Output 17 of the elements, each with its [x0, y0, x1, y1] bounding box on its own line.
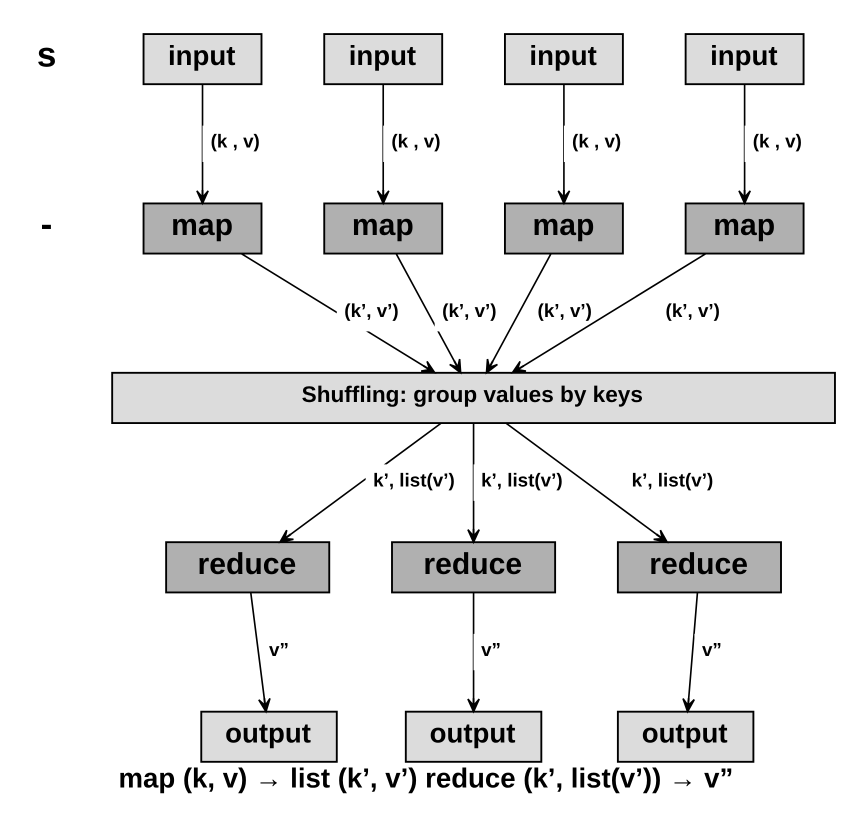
edge-label: k’, list(v’)	[632, 468, 714, 490]
edge-label: (k , v)	[391, 130, 441, 152]
edge-label: (k’, v’)	[666, 299, 720, 320]
edge-label: k’, list(v’)	[481, 468, 563, 490]
edge-label: (k’, v’)	[538, 299, 592, 320]
edge-label: v”	[702, 638, 722, 660]
label: -	[40, 204, 52, 244]
label: s	[36, 35, 56, 74]
edge-label: (k’, v’)	[344, 299, 399, 320]
edge-label: v”	[481, 638, 501, 660]
caption: map (k, v) → list (k’, v’) reduce (k’, list(v’)) → v”	[118, 762, 734, 794]
edge-label: (k , v)	[572, 130, 622, 152]
edge-label: k’, list(v’)	[373, 468, 455, 490]
edge-label: (k , v)	[752, 130, 802, 152]
edge-label: (k , v)	[210, 130, 260, 152]
edge-label: v”	[269, 638, 289, 660]
edge-label: (k’, v’)	[442, 299, 497, 320]
